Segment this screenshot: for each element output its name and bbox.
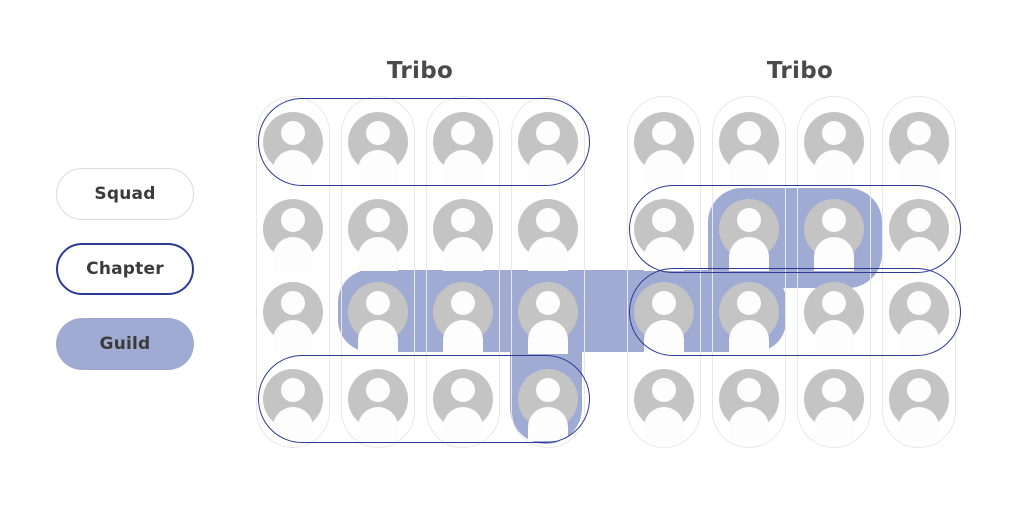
member-avatar[interactable] [348, 112, 408, 184]
member-avatar[interactable] [719, 369, 779, 441]
legend-item-guild[interactable]: Guild [56, 318, 194, 370]
legend-item-squad[interactable]: Squad [56, 168, 194, 220]
member-avatar[interactable] [263, 199, 323, 271]
legend-label-squad: Squad [94, 184, 156, 204]
member-avatar[interactable] [889, 369, 949, 441]
member-avatar[interactable] [719, 282, 779, 354]
member-avatar[interactable] [804, 369, 864, 441]
member-avatar[interactable] [518, 282, 578, 354]
member-avatar[interactable] [634, 112, 694, 184]
organization-model-legend: Squad Chapter Guild [56, 168, 196, 393]
member-avatar[interactable] [433, 369, 493, 441]
member-avatar[interactable] [348, 199, 408, 271]
squad-column-left-1[interactable] [256, 96, 330, 448]
member-avatar[interactable] [433, 112, 493, 184]
tribe-left-title: Tribo [386, 58, 454, 84]
legend-item-chapter[interactable]: Chapter [56, 243, 194, 295]
member-avatar[interactable] [433, 282, 493, 354]
member-avatar[interactable] [719, 199, 779, 271]
chapter-band-right-row2[interactable] [629, 185, 961, 273]
member-avatar[interactable] [889, 112, 949, 184]
member-avatar[interactable] [433, 199, 493, 271]
member-avatar[interactable] [804, 199, 864, 271]
member-avatar[interactable] [263, 282, 323, 354]
chapter-band-left-row4[interactable] [258, 355, 590, 443]
member-avatar[interactable] [634, 369, 694, 441]
legend-label-guild: Guild [99, 334, 151, 354]
member-avatar[interactable] [348, 369, 408, 441]
squad-column-left-4[interactable] [511, 96, 585, 448]
squad-column-left-2[interactable] [341, 96, 415, 448]
member-avatar[interactable] [348, 282, 408, 354]
squad-column-left-3[interactable] [426, 96, 500, 448]
member-avatar[interactable] [719, 112, 779, 184]
member-avatar[interactable] [804, 112, 864, 184]
member-avatar[interactable] [804, 282, 864, 354]
legend-label-chapter: Chapter [86, 259, 164, 279]
member-avatar[interactable] [518, 199, 578, 271]
chapter-band-right-row3[interactable] [629, 268, 961, 356]
tribe-right-title: Tribo [766, 58, 834, 84]
chapter-band-left-row1[interactable] [258, 98, 590, 186]
